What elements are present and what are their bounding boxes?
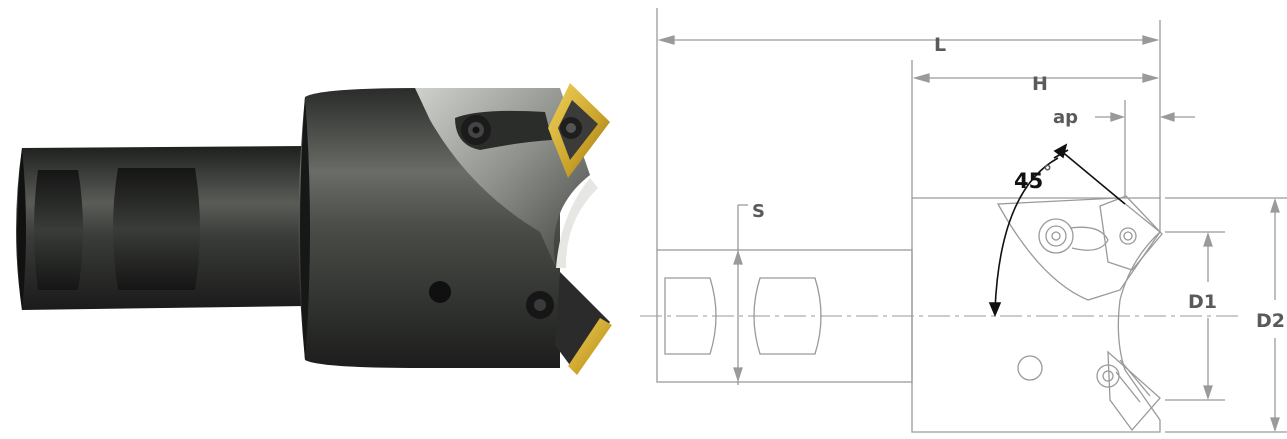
drawing-screw-outer xyxy=(1038,218,1074,254)
drawing-screw-core xyxy=(1051,231,1061,241)
label-H: H xyxy=(1032,73,1048,95)
shank-flat-2 xyxy=(113,168,200,290)
label-L: L xyxy=(934,34,946,56)
drawing-insert-screw-core xyxy=(1123,231,1133,241)
drawing-clamp xyxy=(1069,226,1109,251)
angle-arrow-bottom xyxy=(988,302,1002,318)
drawing-insert-bottom-detail xyxy=(1115,359,1151,403)
angle-arrow-top xyxy=(1053,143,1068,159)
drawing-pocket xyxy=(996,197,1161,301)
arrow-D1-bottom xyxy=(1203,385,1213,401)
label-angle: 45 xyxy=(1014,169,1043,193)
label-ap: ap xyxy=(1053,107,1078,128)
drawing-lower-screw-core xyxy=(1102,370,1114,382)
angle-arc xyxy=(994,157,1059,311)
insert-top xyxy=(548,83,610,178)
arrow-D1-top xyxy=(1203,231,1213,247)
angle-indicator xyxy=(988,143,1126,318)
drawing-insert-bottom xyxy=(1107,350,1161,432)
drawing-insert-screw xyxy=(1119,227,1137,245)
arrow-S-bottom xyxy=(733,367,743,383)
drawing-insert-top xyxy=(1099,195,1163,271)
tool-photo xyxy=(16,83,612,375)
arrow-L-right xyxy=(1142,35,1160,45)
arrow-ap-left xyxy=(1110,112,1126,122)
drawing-shank-flat-2 xyxy=(753,277,822,355)
label-degree: ° xyxy=(1043,162,1052,183)
shank-flat-1 xyxy=(34,170,83,290)
drawing-screw-inner xyxy=(1045,225,1067,247)
coolant-hole xyxy=(429,281,451,303)
label-D2: D2 xyxy=(1256,310,1285,332)
drawing-lower-screw xyxy=(1096,364,1120,388)
arrow-H-left xyxy=(912,73,930,83)
drawing-coolant-hole xyxy=(1017,355,1043,381)
arrow-ap-right xyxy=(1159,112,1175,122)
drawing-shank-flat-1 xyxy=(664,277,717,355)
arrow-H-right xyxy=(1142,73,1160,83)
arrow-D2-bottom xyxy=(1270,417,1280,433)
label-S: S xyxy=(752,201,765,222)
arrow-D2-top xyxy=(1270,197,1280,213)
angle-ray xyxy=(1059,149,1126,205)
drawing-body xyxy=(911,197,1161,433)
arrow-S-top xyxy=(733,249,743,265)
insert-bottom xyxy=(526,272,612,375)
label-D1: D1 xyxy=(1188,291,1217,313)
tool-drawing xyxy=(640,8,1287,433)
arrow-L-left xyxy=(657,35,675,45)
clamp xyxy=(455,110,552,150)
